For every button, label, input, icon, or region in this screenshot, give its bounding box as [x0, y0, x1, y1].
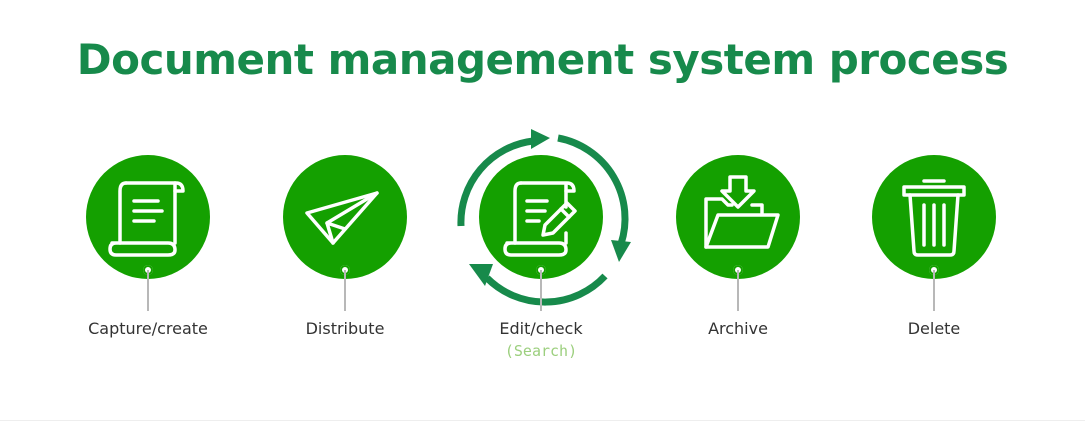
connector-line: [344, 275, 346, 311]
step-sublabel: (Search): [504, 342, 578, 360]
connector-dot: [929, 265, 939, 275]
step-label: Distribute: [305, 319, 385, 338]
scroll-document-icon: [86, 155, 210, 279]
paper-plane-icon: [283, 155, 407, 279]
connector-dot: [536, 265, 546, 275]
step-label: Edit/check: [499, 319, 583, 338]
process-step-capture: Capture/create: [48, 0, 248, 423]
connector-line: [147, 275, 149, 311]
process-step-edit-check: Edit/check (Search): [441, 0, 641, 423]
connector-dot: [733, 265, 743, 275]
step-label: Delete: [907, 319, 961, 338]
page-title: Document management system process: [76, 35, 1009, 84]
process-step-archive: Archive: [638, 0, 838, 423]
step-label: Archive: [708, 319, 768, 338]
connector-dot: [340, 265, 350, 275]
process-step-distribute: Distribute: [245, 0, 445, 423]
folder-download-icon: [676, 155, 800, 279]
connector-dot: [143, 265, 153, 275]
connector-line: [933, 275, 935, 311]
divider: [0, 420, 1085, 421]
connector-line: [737, 275, 739, 311]
connector-line: [540, 275, 542, 311]
step-label: Capture/create: [88, 319, 208, 338]
process-step-delete: Delete: [834, 0, 1034, 423]
trash-bin-icon: [872, 155, 996, 279]
cycle-arrows-icon: [457, 129, 631, 306]
document-edit-pencil-icon: [479, 155, 603, 279]
